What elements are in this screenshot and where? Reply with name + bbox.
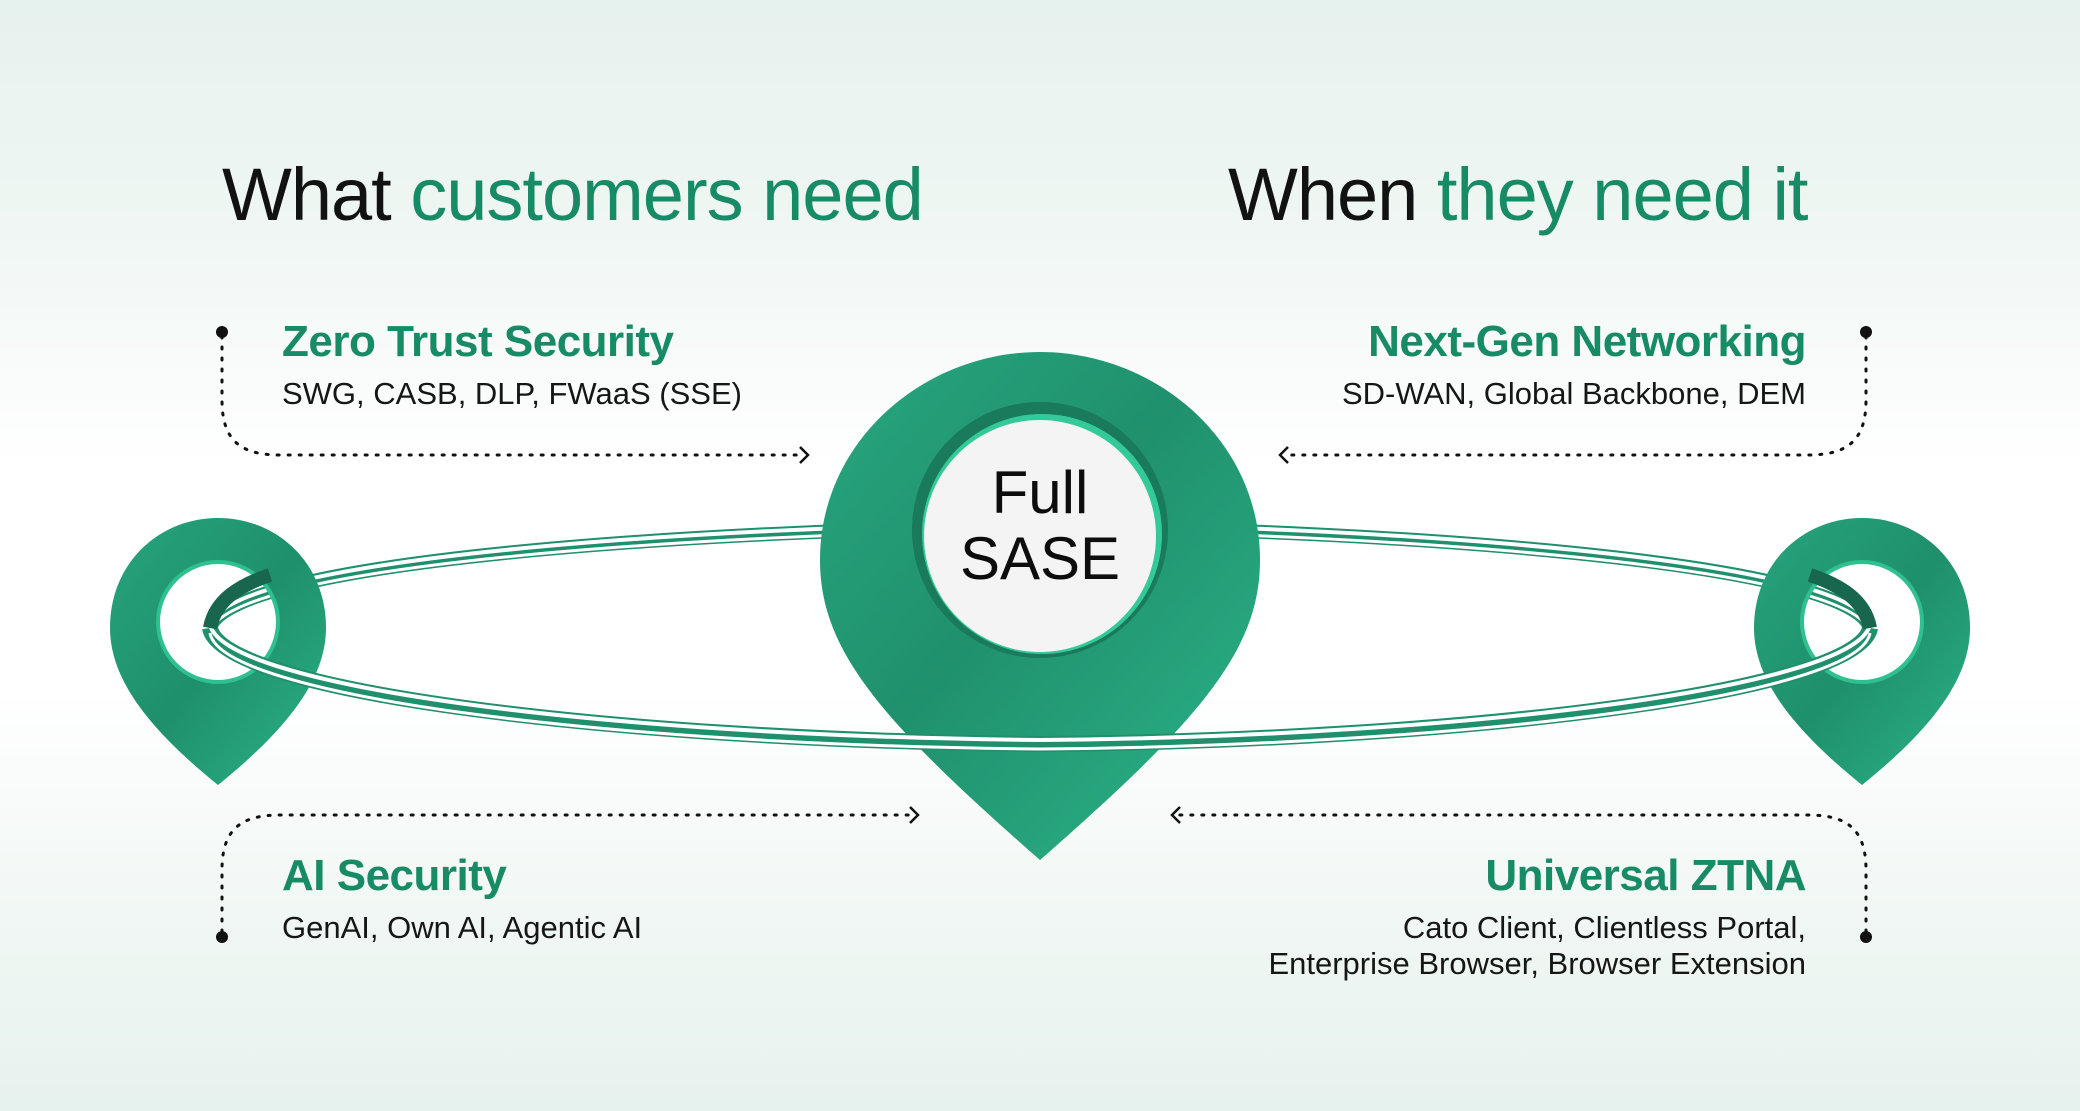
capability-details: SWG, CASB, DLP, FWaaS (SSE) (282, 376, 742, 411)
capability-title: Universal ZTNA (1485, 851, 1806, 900)
heading-right-accent: they need it (1436, 153, 1809, 236)
connector-universal-ztna (1176, 813, 1868, 934)
center-location-pin-icon (820, 352, 1260, 860)
capability-zero-trust-security: Zero Trust Security SWG, CASB, DLP, FWaa… (282, 316, 742, 412)
capability-details: GenAI, Own AI, Agentic AI (282, 910, 643, 945)
connector-ai-security (220, 813, 914, 934)
arrow-right-icon (799, 446, 810, 464)
capability-ai-security: AI Security GenAI, Own AI, Agentic AI (282, 850, 642, 946)
heading-right-dark: When (1228, 153, 1418, 236)
heading-left-accent: customers need (410, 153, 923, 236)
heading-left-dark: What (222, 153, 392, 236)
connector-dot-zero-trust (216, 326, 228, 338)
connector-next-gen (1283, 334, 1868, 457)
capability-title: AI Security (282, 851, 507, 900)
full-sase-line1: Full (991, 459, 1089, 526)
connector-dot-universal-ztna (1860, 931, 1872, 943)
connector-dot-next-gen (1860, 326, 1872, 338)
capability-details: SD-WAN, Global Backbone, DEM (1341, 376, 1806, 411)
heading-what-customers-need: What customers need (222, 150, 924, 240)
arrow-left-icon (1170, 806, 1181, 824)
heading-when-they-need-it: When they need it (1228, 150, 1808, 240)
connector-zero-trust (220, 334, 807, 457)
orbit-ring-front (202, 568, 1878, 753)
full-sase-line2: SASE (959, 525, 1121, 592)
capability-universal-ztna: Universal ZTNA Cato Client, Clientless P… (1268, 850, 1806, 982)
capability-next-gen-networking: Next-Gen Networking SD-WAN, Global Backb… (1341, 316, 1807, 412)
capability-details-line1: Cato Client, Clientless Portal, (1402, 910, 1806, 945)
capability-details-line2: Enterprise Browser, Browser Extension (1268, 946, 1806, 981)
arrow-right-icon (909, 806, 920, 824)
full-sase-label: Full SASE (920, 460, 1160, 592)
capability-title: Next-Gen Networking (1368, 317, 1806, 366)
capability-title: Zero Trust Security (282, 317, 674, 366)
connector-dot-ai-security (216, 931, 228, 943)
arrow-left-icon (1278, 446, 1289, 464)
